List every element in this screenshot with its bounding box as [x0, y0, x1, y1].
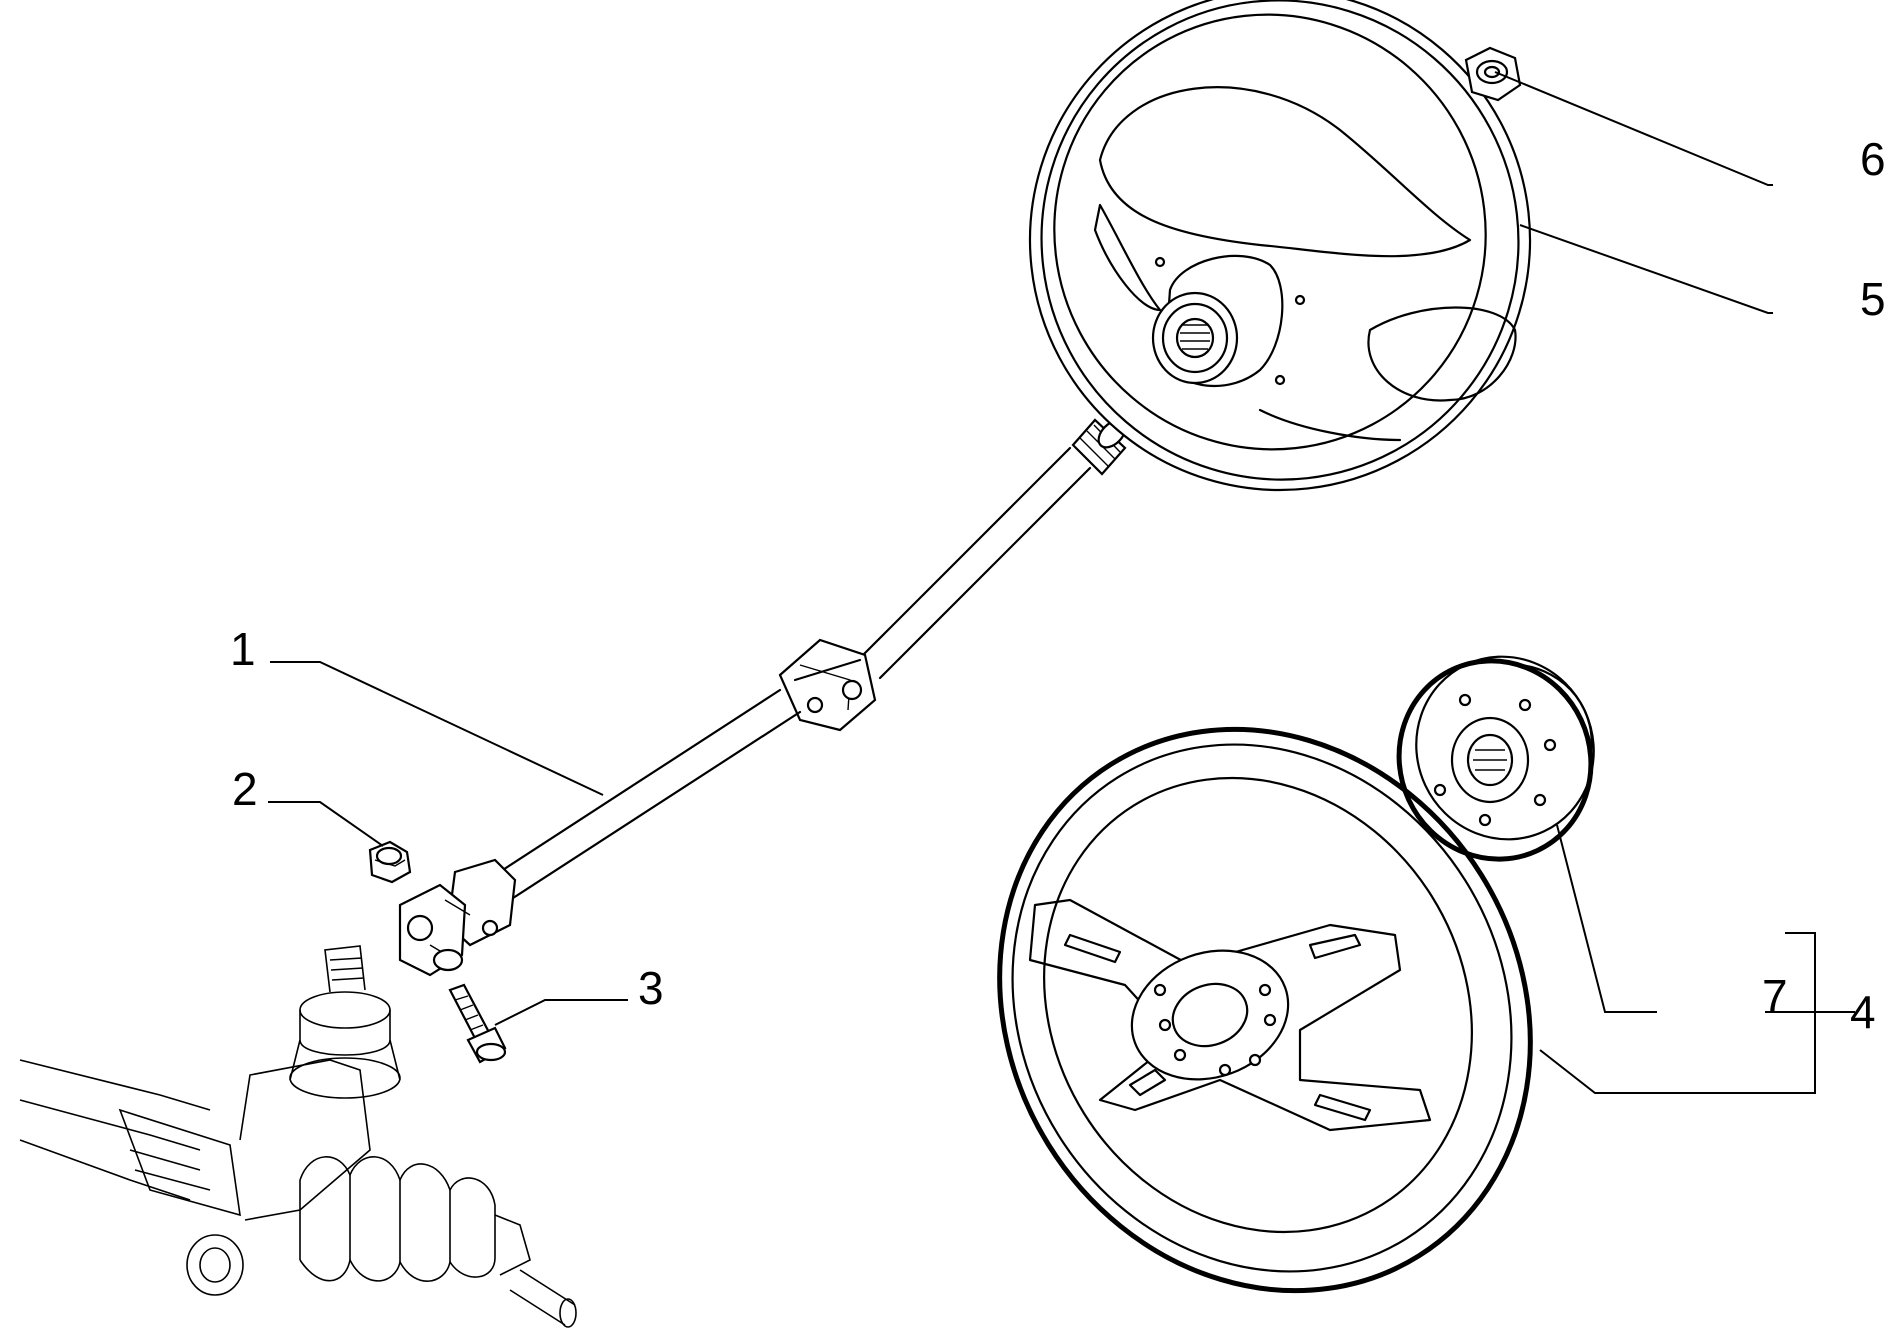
callout-6: 6	[1860, 133, 1886, 185]
steering-wheel-sport	[997, 726, 1533, 1294]
bolt-part-3	[448, 983, 507, 1064]
steering-column-shaft	[398, 418, 1127, 977]
callout-7: 7	[1762, 970, 1788, 1022]
hub-adapter-part-7	[1396, 655, 1595, 862]
steering-rack-gear	[19, 945, 577, 1328]
callout-5: 5	[1860, 273, 1886, 325]
nut-part-2	[368, 840, 412, 884]
callout-2: 2	[232, 763, 258, 815]
nut-part-6	[1464, 46, 1522, 102]
callout-leaders	[268, 71, 1855, 1094]
callout-1: 1	[230, 623, 256, 675]
steering-wheel-standard	[1028, 0, 1532, 492]
callout-3: 3	[638, 962, 664, 1014]
callout-4: 4	[1850, 986, 1876, 1038]
